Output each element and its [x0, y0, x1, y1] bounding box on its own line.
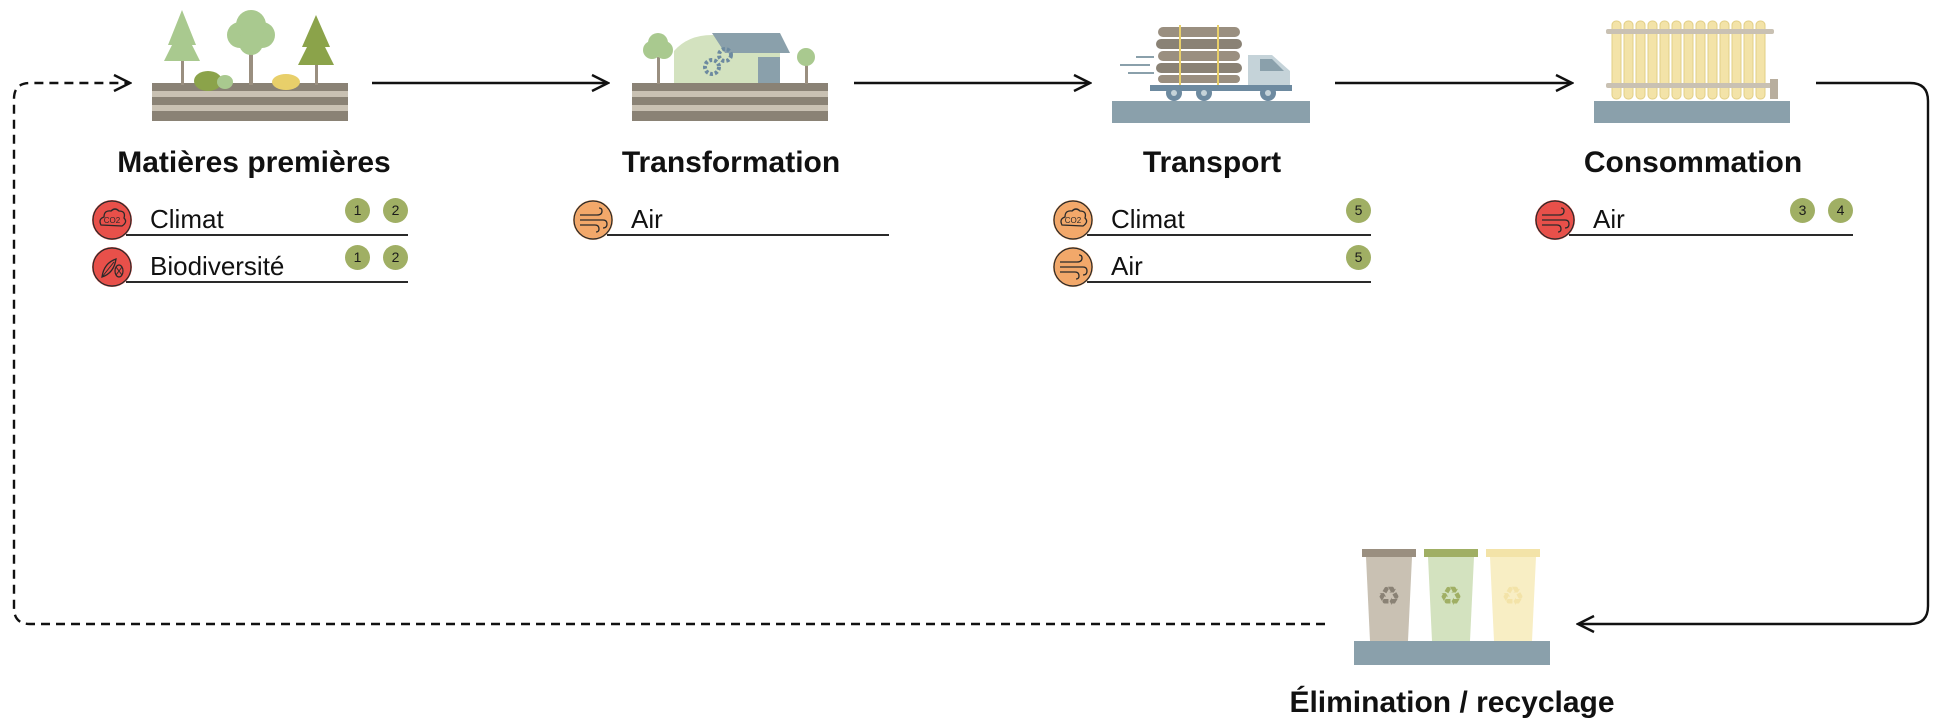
leaf-bug-icon	[92, 247, 132, 287]
impact-underline	[607, 234, 889, 236]
svg-text:♻: ♻	[1377, 582, 1400, 612]
stage-title: Transformation	[621, 146, 841, 179]
reference-badge[interactable]: 5	[1346, 198, 1371, 223]
co2-cloud-icon: CO2	[92, 200, 132, 240]
impact-row: CO2 Climat 5	[1053, 198, 1371, 242]
svg-text:CO2: CO2	[104, 216, 121, 225]
reference-badges: 1 2	[345, 245, 408, 270]
arrow-4-to-5	[1578, 81, 1930, 624]
impact-row: Air	[573, 200, 889, 242]
impact-underline	[1569, 234, 1853, 236]
reference-badge[interactable]: 2	[383, 198, 408, 223]
impact-row: Air 3 4	[1535, 198, 1853, 242]
reference-badges: 5	[1346, 245, 1371, 270]
wind-icon	[1053, 247, 1093, 287]
svg-text:♻: ♻	[1501, 582, 1524, 612]
reference-badge[interactable]: 1	[345, 198, 370, 223]
reference-badge[interactable]: 1	[345, 245, 370, 270]
log-truck-icon	[1112, 25, 1310, 123]
impact-underline	[1087, 234, 1371, 236]
impact-label: Air	[1111, 251, 1143, 281]
stage-title: Consommation	[1583, 146, 1803, 179]
impact-row: Air 5	[1053, 245, 1371, 289]
svg-text:♻: ♻	[1439, 582, 1462, 612]
wind-icon	[1535, 200, 1575, 240]
recycling-bins-icon: ♻ ♻ ♻	[1354, 549, 1550, 665]
impact-underline	[1087, 281, 1371, 283]
reference-badge[interactable]: 5	[1346, 245, 1371, 270]
arrow-recycle-loop	[12, 83, 1325, 626]
reference-badge[interactable]: 2	[383, 245, 408, 270]
reference-badge[interactable]: 4	[1828, 198, 1853, 223]
forest-icon	[152, 10, 348, 121]
reference-badges: 1 2	[345, 198, 408, 223]
impact-label: Climat	[1111, 204, 1185, 234]
impact-underline	[126, 281, 408, 283]
co2-cloud-icon: CO2	[1053, 200, 1093, 240]
impact-row: CO2 Climat 1 2	[92, 198, 408, 242]
impact-label: Biodiversité	[150, 251, 285, 281]
impact-label: Air	[1593, 204, 1625, 234]
stage-title: Transport	[1142, 146, 1282, 179]
impact-label: Air	[631, 204, 663, 234]
impact-label: Climat	[150, 204, 224, 234]
impact-row: Biodiversité 1 2	[92, 245, 408, 289]
svg-text:CO2: CO2	[1065, 216, 1082, 225]
stage-title: Matières premières	[117, 146, 391, 179]
reference-badges: 3 4	[1790, 198, 1853, 223]
stage-title: Élimination / recyclage	[1289, 686, 1615, 719]
wind-icon	[573, 200, 613, 240]
radiator-icon	[1594, 20, 1790, 123]
impact-underline	[126, 234, 408, 236]
reference-badge[interactable]: 3	[1790, 198, 1815, 223]
reference-badges: 5	[1346, 198, 1371, 223]
factory-icon	[632, 33, 828, 121]
